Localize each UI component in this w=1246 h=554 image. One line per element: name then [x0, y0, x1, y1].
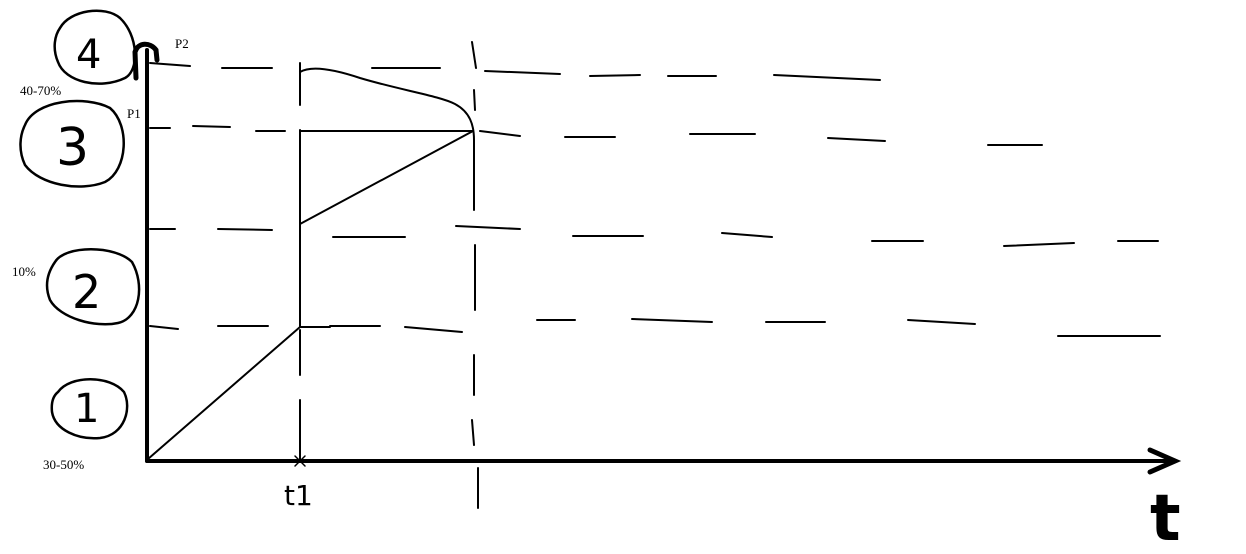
- label-p2: P2: [175, 36, 189, 51]
- label-t1: t1: [284, 479, 313, 512]
- curve-diagonal-lower: [147, 326, 331, 460]
- dashed-line-lower-level: [149, 318, 1161, 337]
- dashed-line-p1-level: [149, 125, 1043, 146]
- zone-1-circle: [50, 378, 129, 440]
- label-p1: P1: [127, 106, 141, 121]
- x-axis-arrow: [1147, 447, 1182, 475]
- axes: [132, 41, 1182, 475]
- label-pct-top: 40-70%: [20, 83, 61, 98]
- zone-4-number: 4: [76, 32, 101, 78]
- zone-3-circle: [19, 99, 125, 188]
- dashed-level-lines: [149, 62, 1161, 337]
- curve-top-hump: [299, 67, 475, 156]
- curve-diagonal-upper: [299, 130, 474, 225]
- zone-1-number: 1: [74, 386, 99, 432]
- label-pct-mid: 10%: [12, 264, 36, 279]
- t1-tick: [294, 455, 306, 467]
- dashed-line-p2-level: [149, 62, 881, 81]
- zone-2-number: 2: [72, 265, 101, 319]
- dashed-boundary-line: [471, 41, 479, 509]
- dashed-line-middle-level: [149, 225, 1159, 247]
- zone-circles: [19, 9, 141, 440]
- label-pct-bottom: 30-50%: [43, 457, 84, 472]
- zone-4-circle: [53, 9, 137, 85]
- zone-3-number: 3: [56, 118, 89, 178]
- zone-2-circle: [45, 248, 141, 326]
- process-curves: [147, 67, 475, 460]
- dashed-vertical-boundary: [471, 41, 479, 509]
- label-t-axis: t: [1150, 482, 1181, 554]
